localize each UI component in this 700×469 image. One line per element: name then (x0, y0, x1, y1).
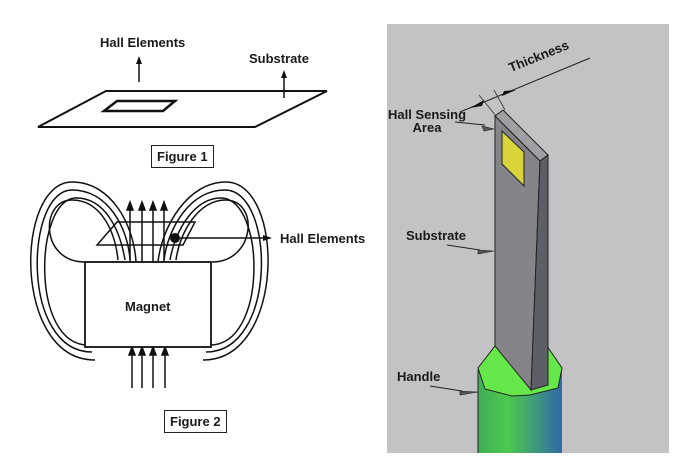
thickness-arrow-right (502, 90, 516, 96)
substrate-pointer (477, 249, 495, 255)
field-lines (30, 181, 269, 361)
magnet-label: Magnet (125, 299, 171, 314)
flux-arrows-top (125, 199, 169, 262)
hall-sensing-area-label: Hall Sensing Area (388, 108, 466, 134)
figure1-caption: Figure 1 (151, 145, 214, 168)
substrate-plate (37, 90, 328, 128)
hall-element-dot (170, 233, 180, 243)
magnet-block (84, 261, 212, 348)
substrate-side-face (530, 154, 549, 391)
hall-sensing-label-line1: Hall Sensing (388, 107, 467, 122)
figure2-hall-elements-label: Hall Elements (280, 231, 366, 246)
handle-pointer (459, 390, 479, 396)
handle-label: Handle (397, 369, 441, 384)
figure1-drawing (37, 56, 328, 128)
flux-arrows-bottom (127, 344, 170, 388)
hall-sensing-label-line2: Area (412, 120, 442, 135)
figure1-hall-elements-label: Hall Elements (100, 35, 186, 50)
figure2-drawing (30, 181, 272, 388)
hall-sensing-area (501, 129, 525, 188)
substrate-arrowhead (281, 70, 287, 78)
figure1-substrate-label: Substrate (249, 51, 309, 66)
figure2-caption: Figure 2 (164, 410, 227, 433)
hall-elements-pointer-head (263, 235, 272, 241)
hall-elements-arrowhead (136, 56, 142, 64)
hall-element-square (100, 99, 179, 113)
hall-sensing-pointer (481, 125, 495, 132)
substrate-label: Substrate (406, 228, 466, 243)
thickness-arrow-left (470, 100, 484, 108)
hall-element-plane (95, 221, 197, 246)
